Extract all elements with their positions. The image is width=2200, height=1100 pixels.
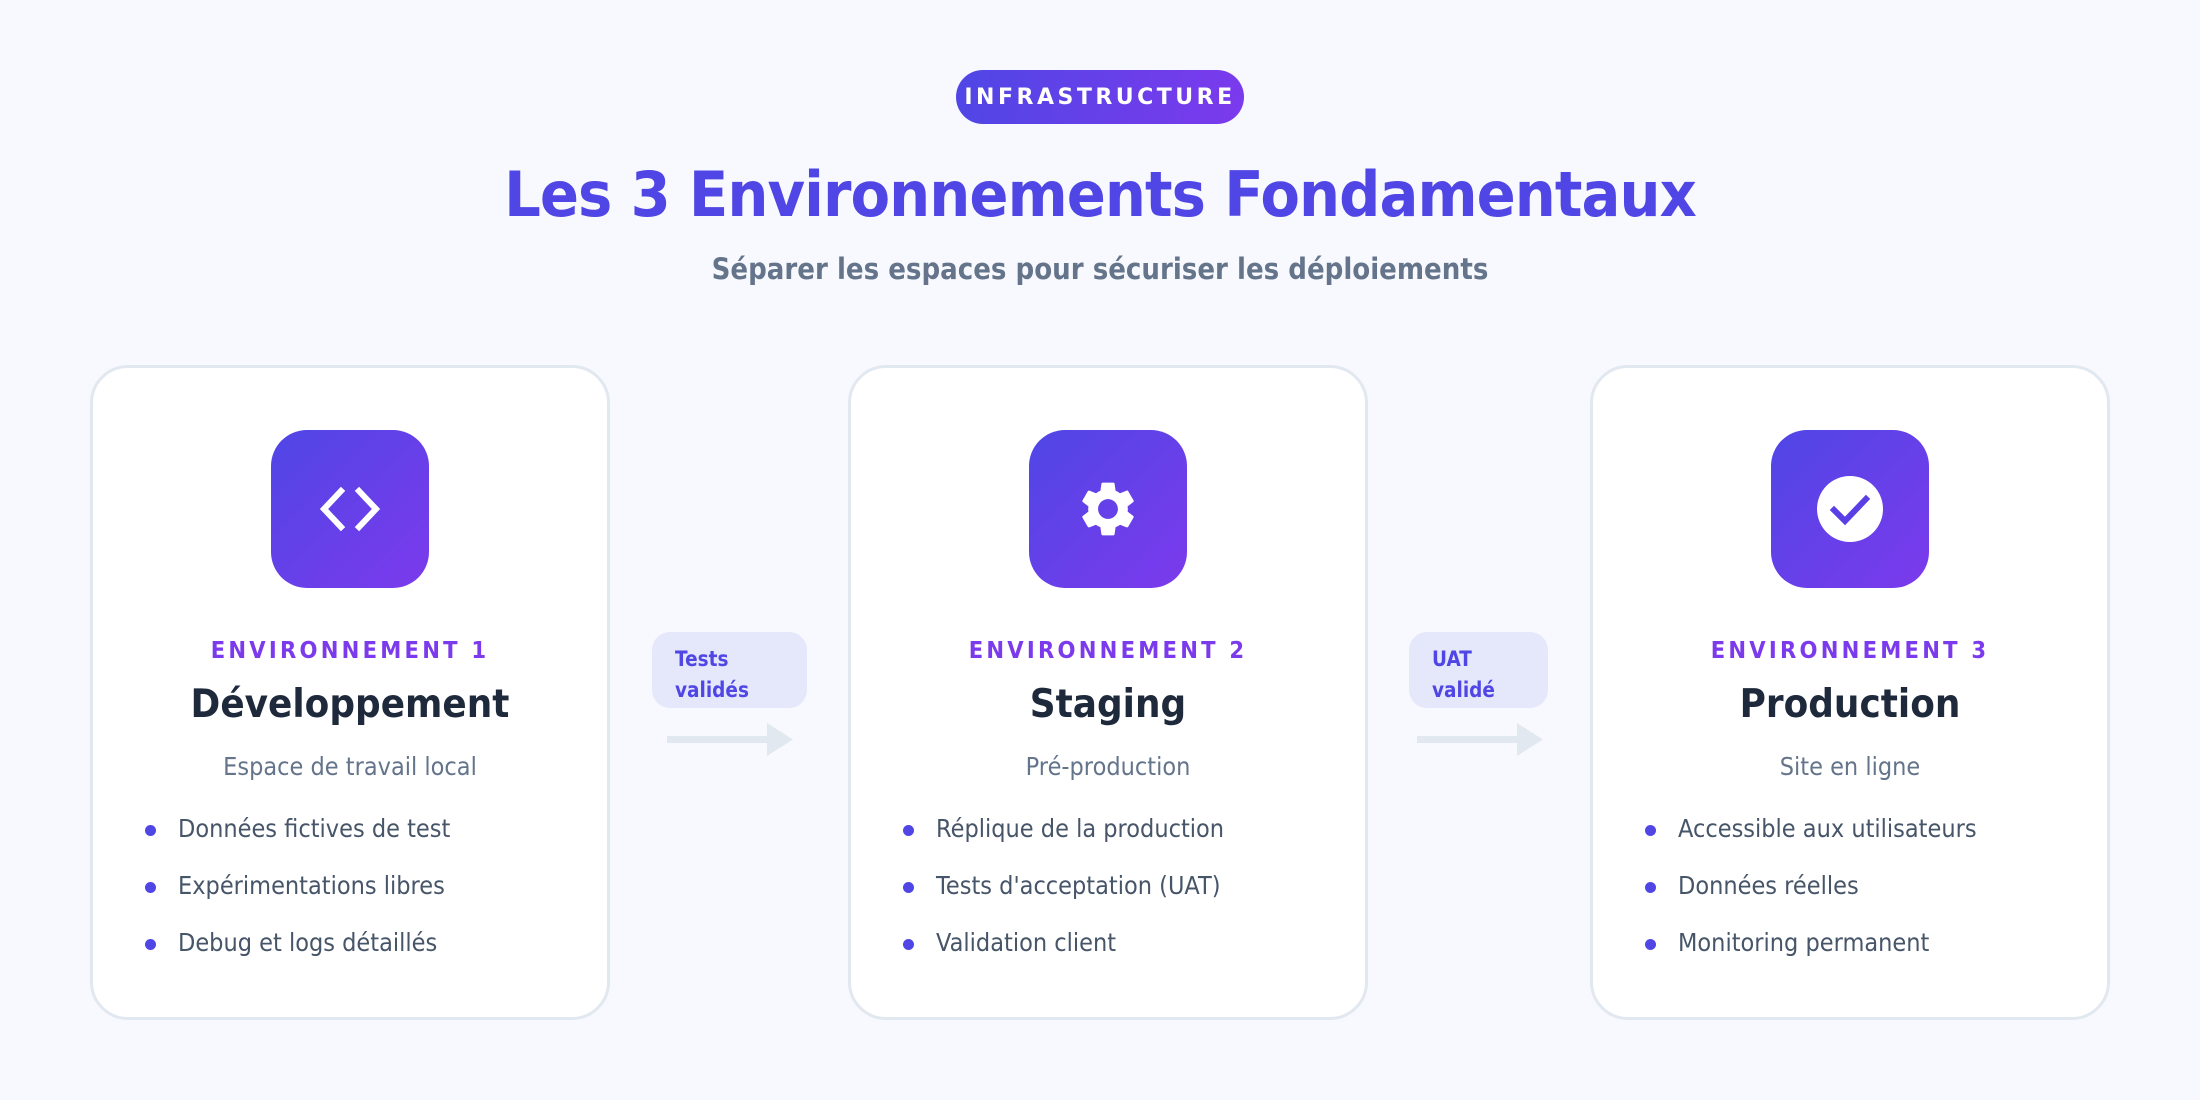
feature-text: Expérimentations libres <box>178 871 445 900</box>
feature-text: Monitoring permanent <box>1678 928 1930 957</box>
feature-text: Debug et logs détaillés <box>178 928 438 957</box>
feature-text: Validation client <box>936 928 1117 957</box>
feature-text: Accessible aux utilisateurs <box>1678 814 1977 843</box>
feature-item: Validation client <box>903 928 1343 985</box>
code-icon <box>271 430 429 588</box>
feature-text: Données fictives de test <box>178 814 451 843</box>
check-circle-icon <box>1771 430 1929 588</box>
gear-icon <box>1029 430 1187 588</box>
transition-label-line1: UAT <box>1432 647 1472 671</box>
feature-text: Tests d'acceptation (UAT) <box>936 871 1221 900</box>
bullet-dot-icon <box>1645 825 1656 836</box>
feature-item: Données réelles <box>1645 871 2085 928</box>
bullet-dot-icon <box>1645 882 1656 893</box>
feature-item: Debug et logs détaillés <box>145 928 585 985</box>
transition-badge: Tests validés <box>652 632 807 708</box>
environment-card-staging: ENVIRONNEMENT 2 Staging Pré-production R… <box>848 365 1368 1020</box>
transition-dev-to-staging: Tests validés <box>652 632 807 756</box>
bullet-dot-icon <box>145 939 156 950</box>
environment-label: ENVIRONNEMENT 1 <box>210 638 490 664</box>
bullet-dot-icon <box>903 825 914 836</box>
bullet-dot-icon <box>903 882 914 893</box>
environment-description: Site en ligne <box>1779 752 1921 781</box>
environment-card-development: ENVIRONNEMENT 1 Développement Espace de … <box>90 365 610 1020</box>
feature-item: Accessible aux utilisateurs <box>1645 814 2085 871</box>
transition-label-line2: validé <box>1432 678 1495 702</box>
page-title: Les 3 Environnements Fondamentaux <box>504 158 1697 231</box>
environment-description: Pré-production <box>1025 752 1191 781</box>
bullet-dot-icon <box>145 825 156 836</box>
feature-item: Données fictives de test <box>145 814 585 871</box>
bullet-dot-icon <box>903 939 914 950</box>
feature-item: Expérimentations libres <box>145 871 585 928</box>
feature-text: Données réelles <box>1678 871 1859 900</box>
arrow-right-icon <box>667 723 793 756</box>
feature-item: Monitoring permanent <box>1645 928 2085 985</box>
transition-staging-to-production: UAT validé <box>1409 632 1548 756</box>
feature-list: Données fictives de test Expérimentation… <box>145 814 585 985</box>
section-badge: INFRASTRUCTURE <box>956 70 1244 124</box>
feature-item: Tests d'acceptation (UAT) <box>903 871 1343 928</box>
transition-label-line1: Tests <box>675 647 729 671</box>
bullet-dot-icon <box>1645 939 1656 950</box>
environment-description: Espace de travail local <box>223 752 477 781</box>
transition-badge: UAT validé <box>1409 632 1548 708</box>
feature-text: Réplique de la production <box>936 814 1225 843</box>
environment-name: Production <box>1739 682 1961 727</box>
feature-list: Accessible aux utilisateurs Données réel… <box>1645 814 2085 985</box>
environment-label: ENVIRONNEMENT 3 <box>1710 638 1990 664</box>
environment-name: Développement <box>190 682 510 727</box>
arrow-right-icon <box>1417 723 1543 756</box>
environment-card-production: ENVIRONNEMENT 3 Production Site en ligne… <box>1590 365 2110 1020</box>
page-subtitle: Séparer les espaces pour sécuriser les d… <box>711 252 1489 286</box>
feature-item: Réplique de la production <box>903 814 1343 871</box>
feature-list: Réplique de la production Tests d'accept… <box>903 814 1343 985</box>
environment-label: ENVIRONNEMENT 2 <box>968 638 1248 664</box>
environment-name: Staging <box>1029 682 1187 727</box>
transition-label-line2: validés <box>675 678 749 702</box>
bullet-dot-icon <box>145 882 156 893</box>
